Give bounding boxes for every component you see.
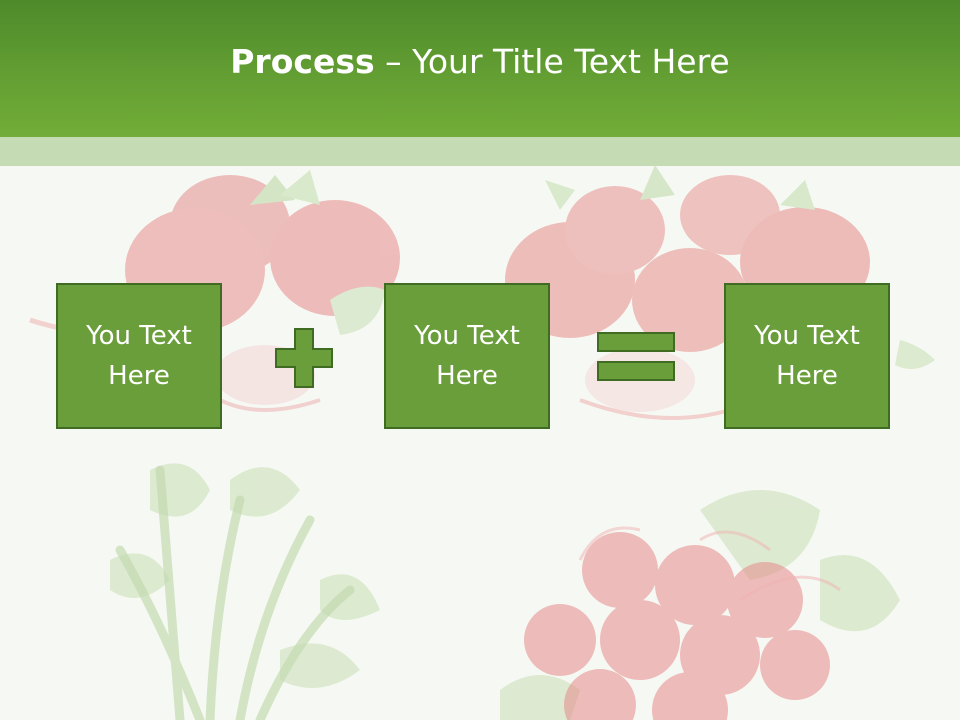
process-box-2[interactable]: You Text Here xyxy=(384,283,550,429)
title-bar: Process – Your Title Text Here xyxy=(0,0,960,137)
process-box-1[interactable]: You Text Here xyxy=(56,283,222,429)
equals-icon xyxy=(597,332,675,381)
radish-background-image xyxy=(29,166,935,720)
title-rest: – Your Title Text Here xyxy=(374,42,730,81)
accent-band xyxy=(0,137,960,166)
plus-icon xyxy=(275,328,333,388)
slide-title: Process – Your Title Text Here xyxy=(230,42,729,81)
process-box-3[interactable]: You Text Here xyxy=(724,283,890,429)
title-bold: Process xyxy=(230,42,375,81)
